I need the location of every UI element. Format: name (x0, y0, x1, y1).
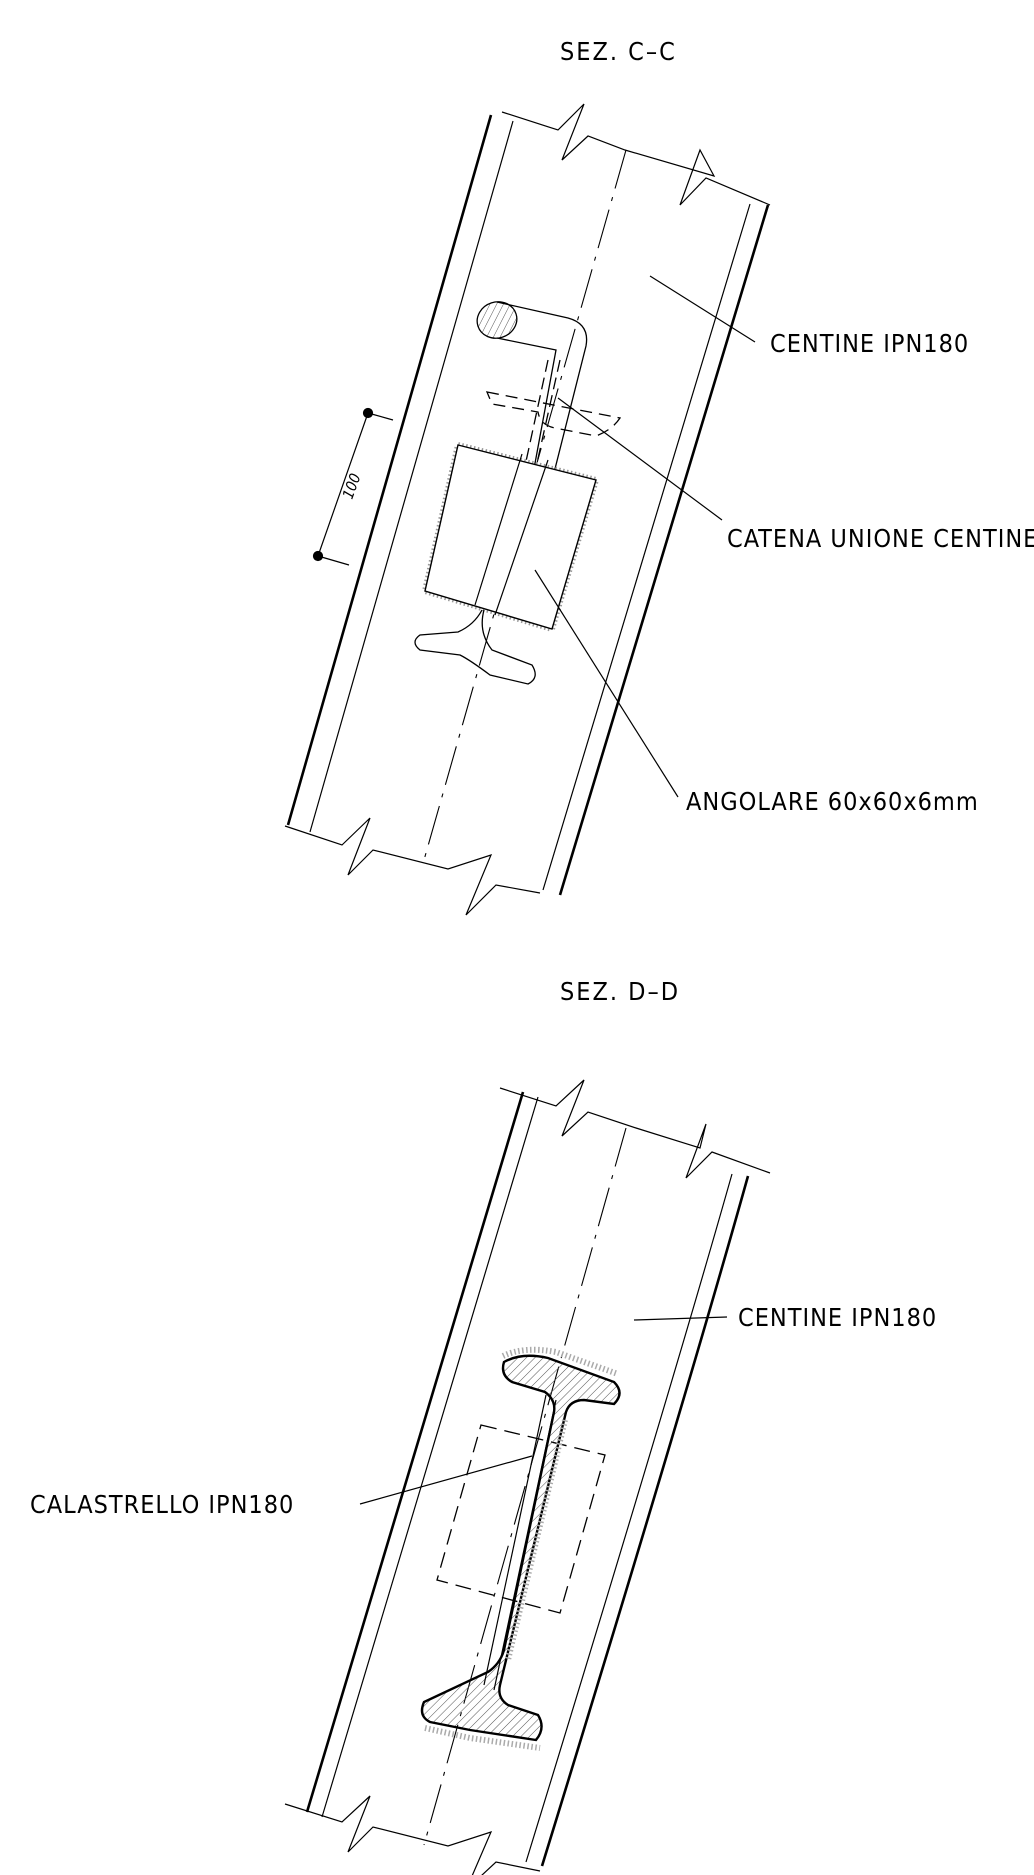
section-dd-hidden-plate (436, 1424, 606, 1614)
section-cc: SEZ. C–C (284, 37, 1034, 916)
section-dd-beam-outline (305, 1091, 750, 1867)
section-cc-hidden-flange (485, 391, 622, 437)
section-dd-label-calastrello: CALASTRELLO IPN180 (30, 1490, 294, 1519)
section-dd: SEZ. D–D CEN (30, 977, 937, 1875)
section-cc-dimension-value: 100 (339, 471, 365, 501)
section-dd-label-centine: CENTINE IPN180 (738, 1303, 937, 1332)
section-cc-angle-plate (421, 441, 600, 633)
section-cc-break-lines (284, 103, 771, 916)
section-cc-lower-flange (414, 609, 536, 685)
section-dd-ibeam (420, 1346, 621, 1751)
section-cc-beam-outline (286, 114, 770, 896)
section-dd-break-lines (284, 1079, 771, 1875)
section-cc-label-angolare: ANGOLARE 60x60x6mm (686, 787, 979, 816)
section-cc-dimension (312, 407, 394, 566)
section-dd-title: SEZ. D–D (560, 977, 680, 1006)
section-cc-leaders (534, 275, 756, 798)
section-cc-label-centine: CENTINE IPN180 (770, 329, 969, 358)
section-cc-title: SEZ. C–C (560, 37, 677, 66)
section-dd-leaders (359, 1316, 728, 1505)
section-cc-label-catena: CATENA UNIONE CENTINE (727, 524, 1034, 553)
